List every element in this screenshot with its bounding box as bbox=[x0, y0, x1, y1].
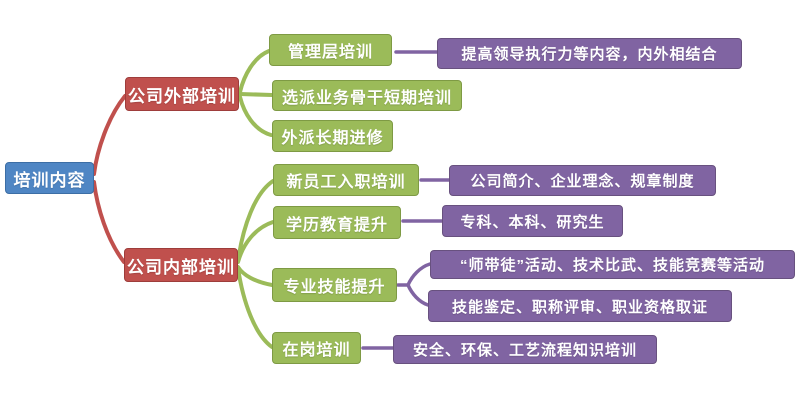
connector-internal-onjob bbox=[236, 266, 274, 349]
topic-node-newhire-orientation: 新员工入职培训 bbox=[273, 164, 419, 196]
detail-node-onjob-content: 安全、环保、工艺流程知识培训 bbox=[393, 335, 657, 364]
topic-node-skill-upgrade: 专业技能提升 bbox=[272, 268, 397, 302]
topic-node-onjob-training: 在岗培训 bbox=[272, 332, 361, 364]
connector-skills-detail2 bbox=[406, 283, 430, 307]
connector-external-longterm bbox=[238, 95, 273, 137]
detail-node-education-content: 专科、本科、研究生 bbox=[442, 205, 623, 237]
connector-external-mgmt bbox=[238, 49, 271, 94]
connector-root-external bbox=[92, 94, 127, 176]
connector-internal-newhire bbox=[236, 179, 275, 263]
connector-internal-education bbox=[236, 220, 275, 264]
connector-internal-skills bbox=[236, 265, 274, 287]
connector-root-internal bbox=[92, 180, 126, 264]
detail-node-newhire-content: 公司简介、企业理念、规章制度 bbox=[449, 165, 716, 196]
topic-node-education-upgrade: 学历教育提升 bbox=[273, 206, 401, 239]
root-node-training-content: 培训内容 bbox=[5, 162, 94, 194]
connector-external-backbone bbox=[238, 92, 274, 97]
topic-node-backbone-shortterm-training: 选派业务骨干短期培训 bbox=[272, 80, 462, 111]
detail-node-management-content: 提高领导执行力等内容，内外相结合 bbox=[437, 38, 742, 69]
detail-node-skill-certification: 技能鉴定、职称评审、职业资格取证 bbox=[428, 290, 732, 322]
connector-skills-detail1 bbox=[406, 262, 432, 287]
branch-node-external-training: 公司外部培训 bbox=[125, 77, 239, 111]
branch-node-internal-training: 公司内部培训 bbox=[124, 248, 238, 282]
topic-node-management-training: 管理层培训 bbox=[269, 34, 392, 66]
topic-node-longterm-study: 外派长期进修 bbox=[272, 120, 393, 152]
detail-node-skill-activities: “师带徒”活动、技术比武、技能竞赛等活动 bbox=[430, 250, 795, 279]
